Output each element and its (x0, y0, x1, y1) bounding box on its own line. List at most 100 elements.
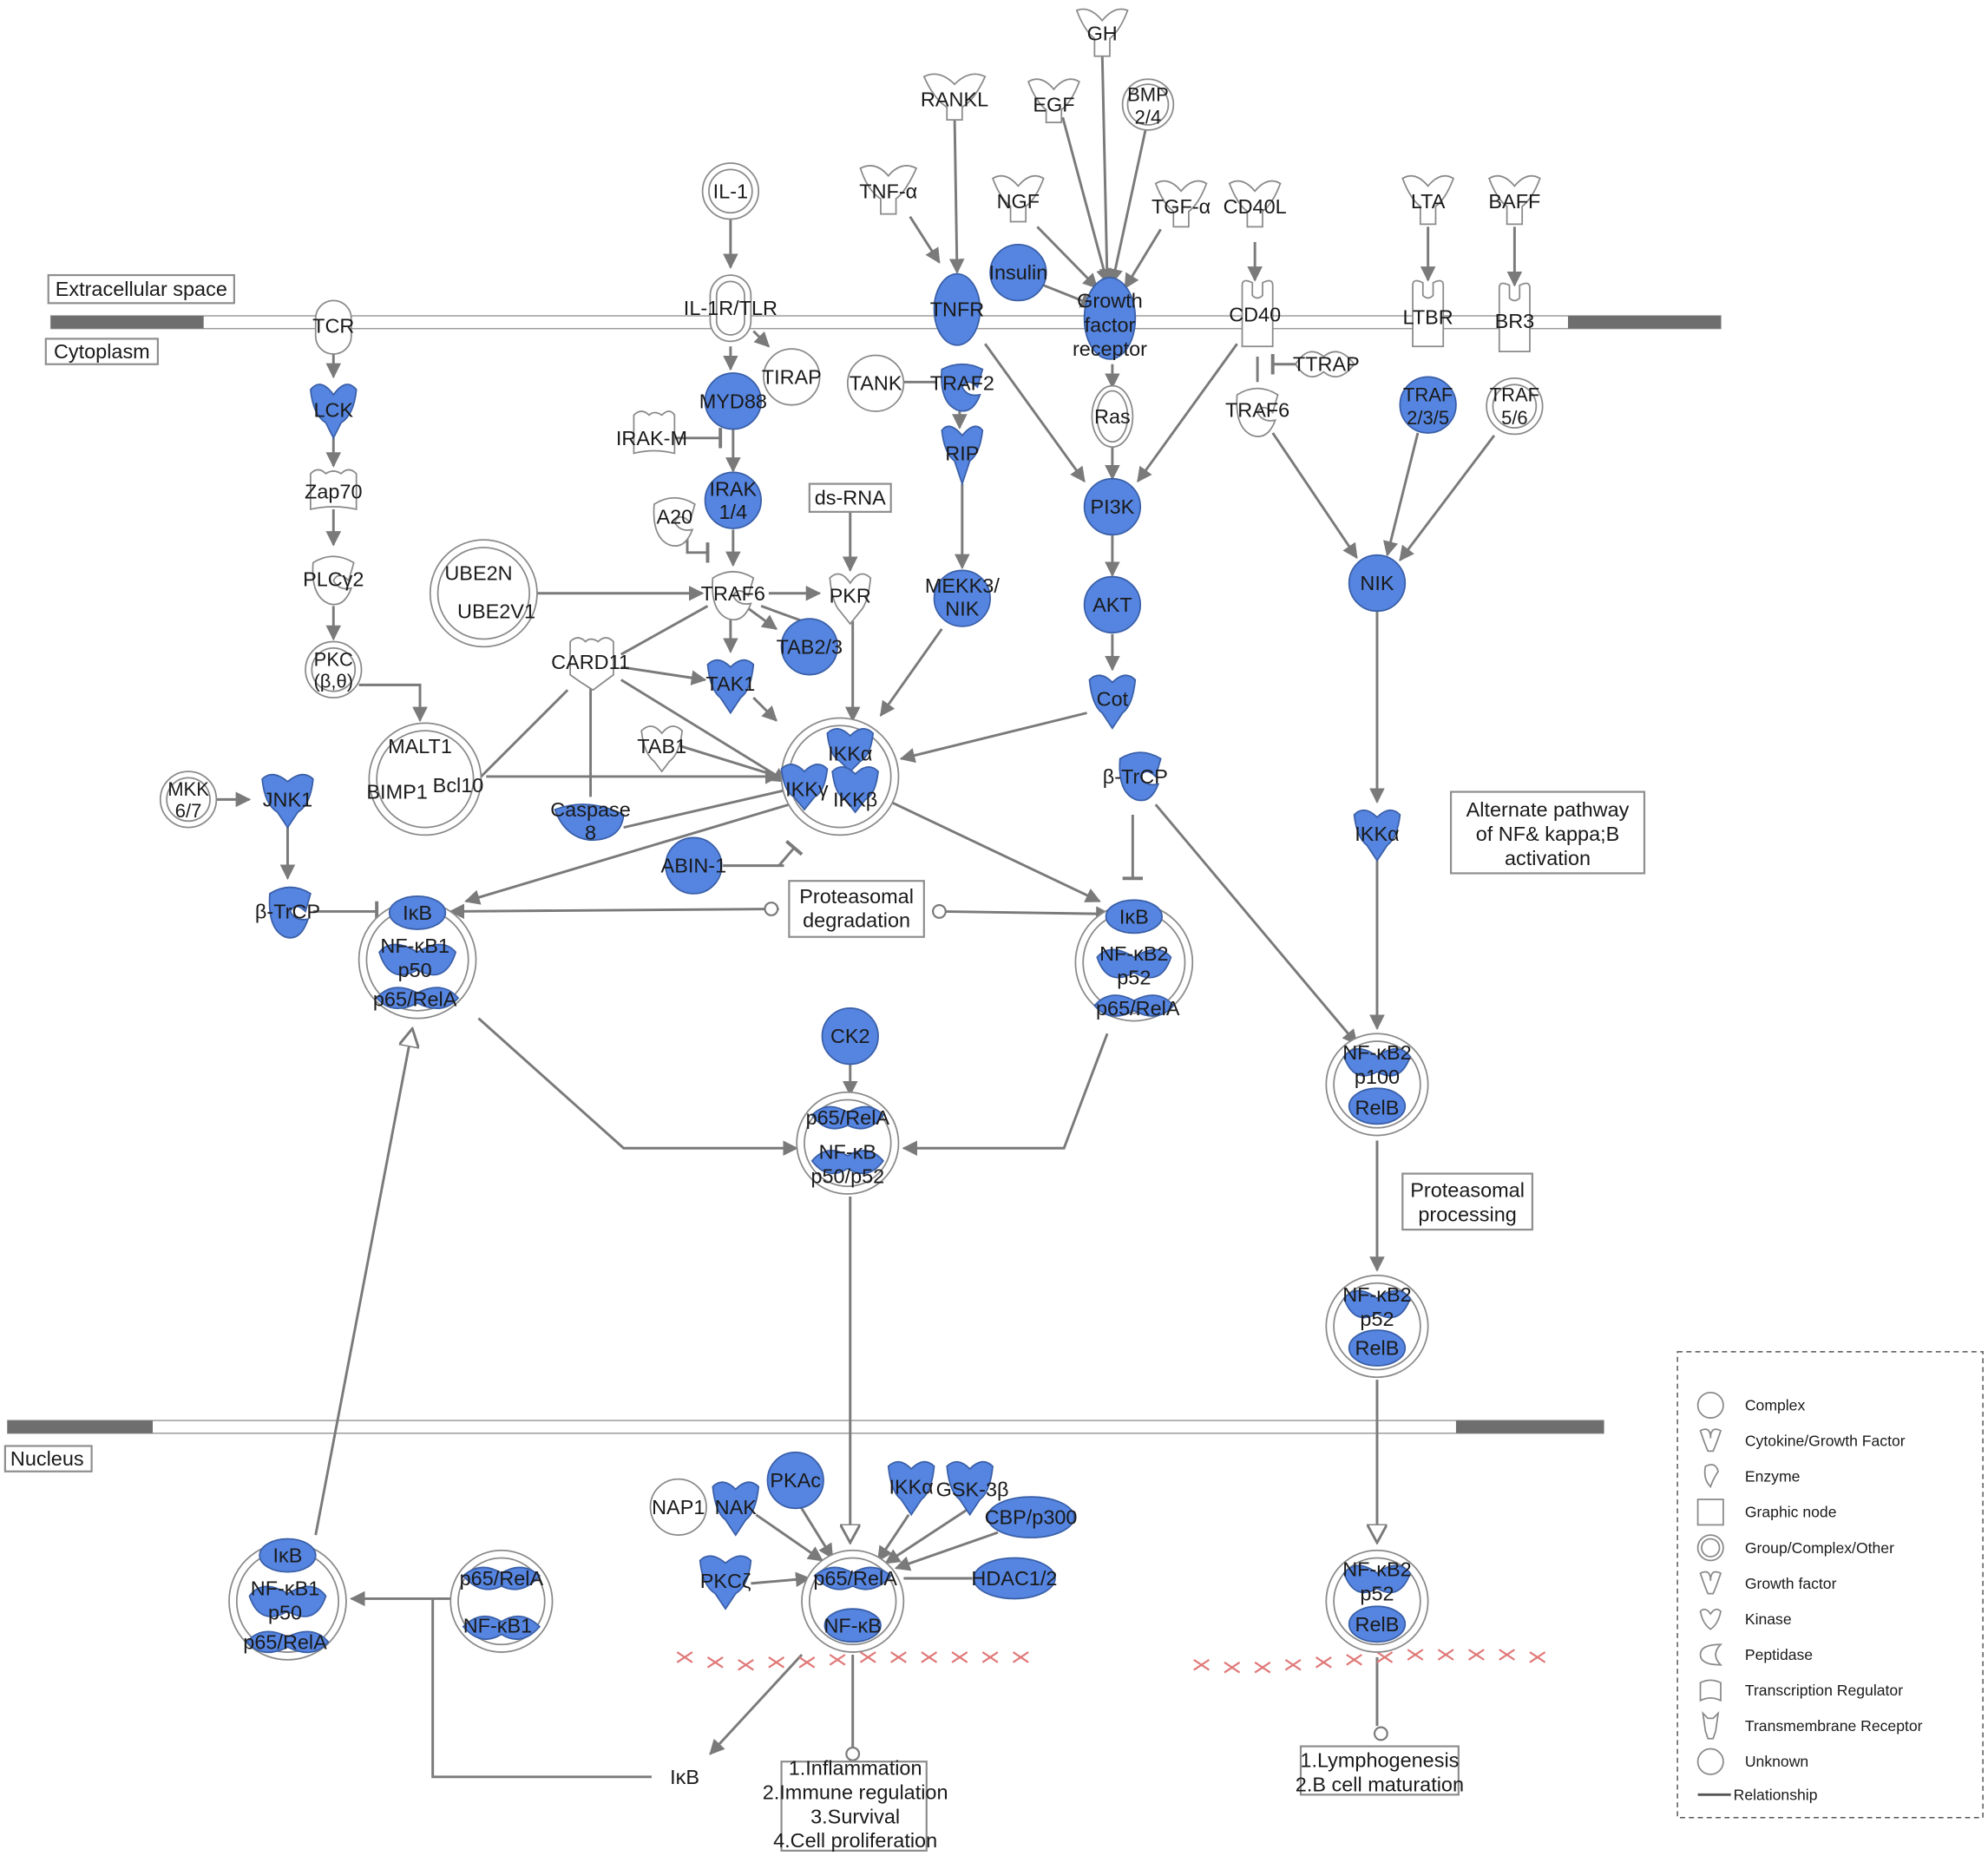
pkac-node[interactable]: PKAc (766, 1451, 824, 1510)
ikb-nfkb2-rela-complex[interactable]: IκB NF-κB2 p52 p65/RelA (1074, 899, 1194, 1022)
growth-factor-receptor-node[interactable]: Growth factor receptor (1073, 277, 1147, 360)
hdac-node[interactable]: HDAC1/2 (971, 1557, 1057, 1600)
traf56-node[interactable]: TRAF 5/6 (1486, 377, 1544, 436)
svg-text:LCK: LCK (313, 399, 353, 422)
tak1-node[interactable]: TAK1 (705, 659, 755, 715)
nap1-node[interactable]: NAP1 (649, 1478, 707, 1537)
rip-node[interactable]: RIP (941, 425, 984, 487)
myd88-node[interactable]: MYD88 (699, 372, 767, 430)
svg-text:1.Inflammation: 1.Inflammation (789, 1757, 922, 1780)
ds-rna-node[interactable]: ds-RNA (808, 482, 892, 513)
tnfr-node[interactable]: TNFR (930, 272, 985, 346)
ikk-complex[interactable]: IKKα IKKγ IKKβ (780, 717, 900, 836)
svg-text:TGF-α: TGF-α (1151, 195, 1211, 218)
a20-node[interactable]: A20 (653, 496, 696, 548)
pi3k-node[interactable]: PI3K (1083, 477, 1142, 536)
cd40l-node[interactable]: CD40L (1224, 180, 1287, 228)
svg-text:PI3K: PI3K (1090, 495, 1134, 518)
svg-text:RelB: RelB (1355, 1613, 1400, 1636)
ikka-nuclear-node[interactable]: IKKα (887, 1460, 935, 1517)
cd40-node[interactable]: CD40 (1229, 279, 1281, 348)
btrcp-mid-node[interactable]: β-TrCP (1103, 751, 1168, 802)
bmp-node[interactable]: BMP 2/4 (1121, 78, 1175, 131)
ras-node[interactable]: Ras (1091, 384, 1134, 448)
rankl-node[interactable]: RANKL (921, 73, 988, 121)
egf-node[interactable]: EGF (1027, 78, 1080, 123)
svg-text:Peptidase: Peptidase (1745, 1646, 1813, 1663)
nfkb2-p52-relb-complex[interactable]: NF-κB2 p52 RelB (1325, 1275, 1429, 1379)
traf235-node[interactable]: TRAF 2/3/5 (1399, 376, 1457, 434)
legend-peptidase-icon (1699, 1643, 1723, 1666)
tgfa-node[interactable]: TGF-α (1151, 180, 1211, 228)
traf6-top-node[interactable]: TRAF6 (1225, 387, 1289, 437)
malt1-bimp1-bcl10-group[interactable]: MALT1 BIMP1 Bcl10 (366, 722, 483, 836)
il1-node[interactable]: IL-1 (701, 162, 760, 220)
pkcz-node[interactable]: PKCζ (699, 1555, 752, 1610)
nfkb-p50p52-rela-complex[interactable]: p65/RelA NF-κB p50/p52 (796, 1091, 900, 1195)
tnfa-node[interactable]: TNF-α (859, 165, 917, 215)
ltbr-node[interactable]: LTBR (1403, 279, 1453, 348)
svg-text:IKKγ: IKKγ (785, 778, 829, 801)
tank-node[interactable]: TANK (846, 354, 905, 412)
tab23-node[interactable]: TAB2/3 (777, 618, 843, 676)
ck2-node[interactable]: CK2 (821, 1007, 879, 1066)
alternate-pathway-box: Alternate pathway of NF& kappa;B activat… (1449, 790, 1646, 875)
baff-node[interactable]: BAFF (1487, 174, 1541, 226)
traf2-node[interactable]: TRAF2 (930, 363, 994, 412)
ikb-gene-label[interactable]: IκB (670, 1766, 699, 1788)
mekk3-nik-node[interactable]: MEKK3/ NIK (925, 569, 1001, 627)
svg-text:BMP: BMP (1127, 83, 1169, 105)
legend-growth-factor-icon (1699, 1571, 1722, 1595)
btrcp-left-node[interactable]: β-TrCP (255, 886, 320, 939)
svg-text:IRAK-M: IRAK-M (616, 427, 687, 449)
pkc-node[interactable]: PKC (β,θ) (305, 640, 363, 698)
svg-text:IκB: IκB (1119, 905, 1149, 928)
tcr-node[interactable]: TCR (312, 299, 354, 355)
akt-node[interactable]: AKT (1083, 575, 1142, 634)
cot-node[interactable]: Cot (1088, 674, 1137, 730)
svg-text:Relationship: Relationship (1734, 1786, 1818, 1803)
plasma-membrane (49, 315, 1722, 330)
ttrap-node[interactable]: TTRAP (1293, 351, 1360, 378)
svg-text:2/3/5: 2/3/5 (1407, 407, 1449, 429)
gh-node[interactable]: GH (1075, 8, 1129, 57)
irak-m-node[interactable]: IRAK-M (616, 410, 687, 455)
caspase8-node[interactable]: Caspase 8 (550, 798, 631, 843)
svg-text:NF-κB1: NF-κB1 (463, 1614, 533, 1636)
lta-node[interactable]: LTA (1401, 174, 1455, 226)
svg-text:Proteasomal: Proteasomal (799, 885, 914, 908)
cbp-p300-node[interactable]: CBP/p300 (985, 1496, 1078, 1538)
svg-text:TANK: TANK (850, 372, 902, 395)
br3-node[interactable]: BR3 (1495, 282, 1535, 352)
svg-text:RANKL: RANKL (921, 89, 988, 111)
irak14-node[interactable]: IRAK 1/4 (704, 471, 762, 529)
nuclear-nfkb-complex[interactable]: p65/RelA NF-κB (801, 1549, 905, 1653)
ube2n-ube2v1-group[interactable]: UBE2N UBE2V1 (429, 539, 538, 648)
mkk67-node[interactable]: MKK 6/7 (159, 771, 218, 829)
svg-text:p65/RelA: p65/RelA (1096, 997, 1180, 1020)
insulin-node[interactable]: Insulin (988, 243, 1047, 302)
il1r-tlr-node[interactable]: IL-1R/TLR (684, 274, 777, 343)
ngf-node[interactable]: NGF (991, 174, 1045, 223)
nuclear-rela-nfkb1-complex[interactable]: p65/RelA NF-κB1 (449, 1549, 554, 1653)
svg-text:GH: GH (1087, 22, 1118, 44)
lck-node[interactable]: LCK (309, 384, 358, 440)
nfkb2-p100-relb-complex[interactable]: NF-κB2 p100 RelB (1325, 1033, 1429, 1137)
nik-node[interactable]: NIK (1348, 554, 1407, 613)
tirap-node[interactable]: TIRAP (762, 348, 822, 406)
jnk1-node[interactable]: JNK1 (261, 773, 314, 830)
plcg2-node[interactable]: PLCγ2 (303, 555, 364, 606)
tab1-node[interactable]: TAB1 (637, 725, 686, 773)
gsk3b-node[interactable]: GSK-3β (936, 1460, 1009, 1517)
nak-node[interactable]: NAK (712, 1481, 760, 1537)
ikb-nfkb1-rela-complex[interactable]: IκB NF-κB1 p50 p65/RelA (358, 895, 477, 1020)
nuclear-ikb-nfkb1-rela-complex[interactable]: IκB NF-κB1 p50 p65/RelA (228, 1538, 347, 1661)
svg-text:5/6: 5/6 (1501, 407, 1528, 429)
card11-node[interactable]: CARD11 (551, 637, 630, 692)
pkr-node[interactable]: PKR (829, 573, 872, 626)
nuclear-nfkb2-p52-relb-complex[interactable]: NF-κB2 p52 RelB (1325, 1549, 1429, 1653)
zap70-node[interactable]: Zap70 (305, 469, 363, 511)
ikka-alt-node[interactable]: IKKα (1353, 809, 1401, 862)
abin1-node[interactable]: ABIN-1 (661, 836, 727, 895)
traf6-node[interactable]: TRAF6 (701, 570, 765, 621)
